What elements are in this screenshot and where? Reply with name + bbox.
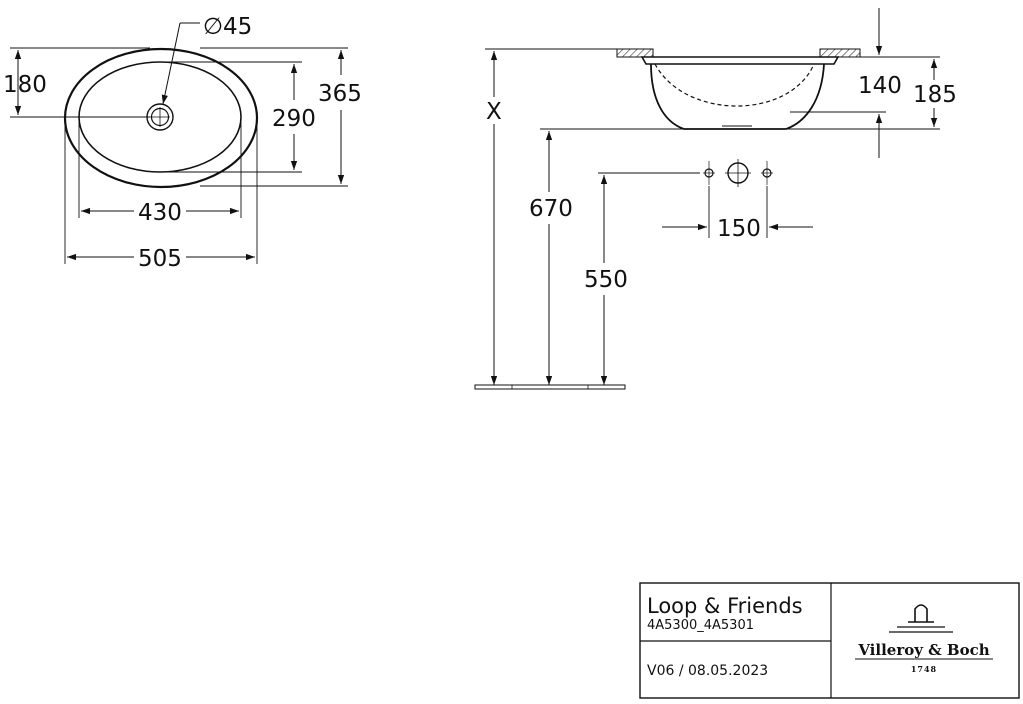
basin-outer-outline xyxy=(63,47,259,189)
dim-180-lines xyxy=(10,47,150,118)
tap-holes xyxy=(703,159,773,187)
article-numbers: 4A5300_4A5301 xyxy=(647,618,754,633)
dim-365-label: 365 xyxy=(318,81,362,107)
floor-line xyxy=(474,384,626,390)
title-block: Loop & Friends 4A5300_4A5301 V06 / 08.05… xyxy=(639,582,1020,699)
dim-670-label: 670 xyxy=(529,196,573,222)
dim-290-label: 290 xyxy=(272,106,316,132)
drain-diameter-label: ∅45 xyxy=(203,14,252,40)
dim-505-lines xyxy=(64,120,258,264)
basin-section xyxy=(640,56,840,130)
dim-150-label: 150 xyxy=(717,216,761,242)
dim-140-lines xyxy=(790,8,940,158)
dim-365-lines xyxy=(200,47,348,187)
dim-140-label: 140 xyxy=(858,73,902,99)
brand-year: 1748 xyxy=(911,664,937,674)
dim-550-lines xyxy=(598,172,700,385)
drain-hole xyxy=(146,103,174,131)
dim-550-label: 550 xyxy=(584,267,628,293)
dim-505-label: 505 xyxy=(138,246,182,272)
countertop-left xyxy=(616,48,654,58)
drain-diameter-leader xyxy=(161,22,200,105)
dim-185-label: 185 xyxy=(913,82,957,108)
dim-185-lines xyxy=(540,59,940,130)
top-view: ∅45 180 290 365 xyxy=(3,14,362,272)
version-date: V06 / 08.05.2023 xyxy=(647,663,768,679)
side-view: 140 185 X 670 550 xyxy=(474,8,957,390)
brand-logo: Villeroy & Boch 1748 xyxy=(855,604,993,674)
dim-150-lines xyxy=(662,186,813,238)
product-name: Loop & Friends xyxy=(647,594,803,618)
countertop-right xyxy=(819,48,861,58)
dim-430-lines xyxy=(78,120,242,218)
dim-430-label: 430 xyxy=(138,200,182,226)
dim-x-label: X xyxy=(486,99,502,125)
dim-180-label: 180 xyxy=(3,72,47,98)
brand-name: Villeroy & Boch xyxy=(857,641,989,659)
dim-290-lines xyxy=(160,61,302,173)
